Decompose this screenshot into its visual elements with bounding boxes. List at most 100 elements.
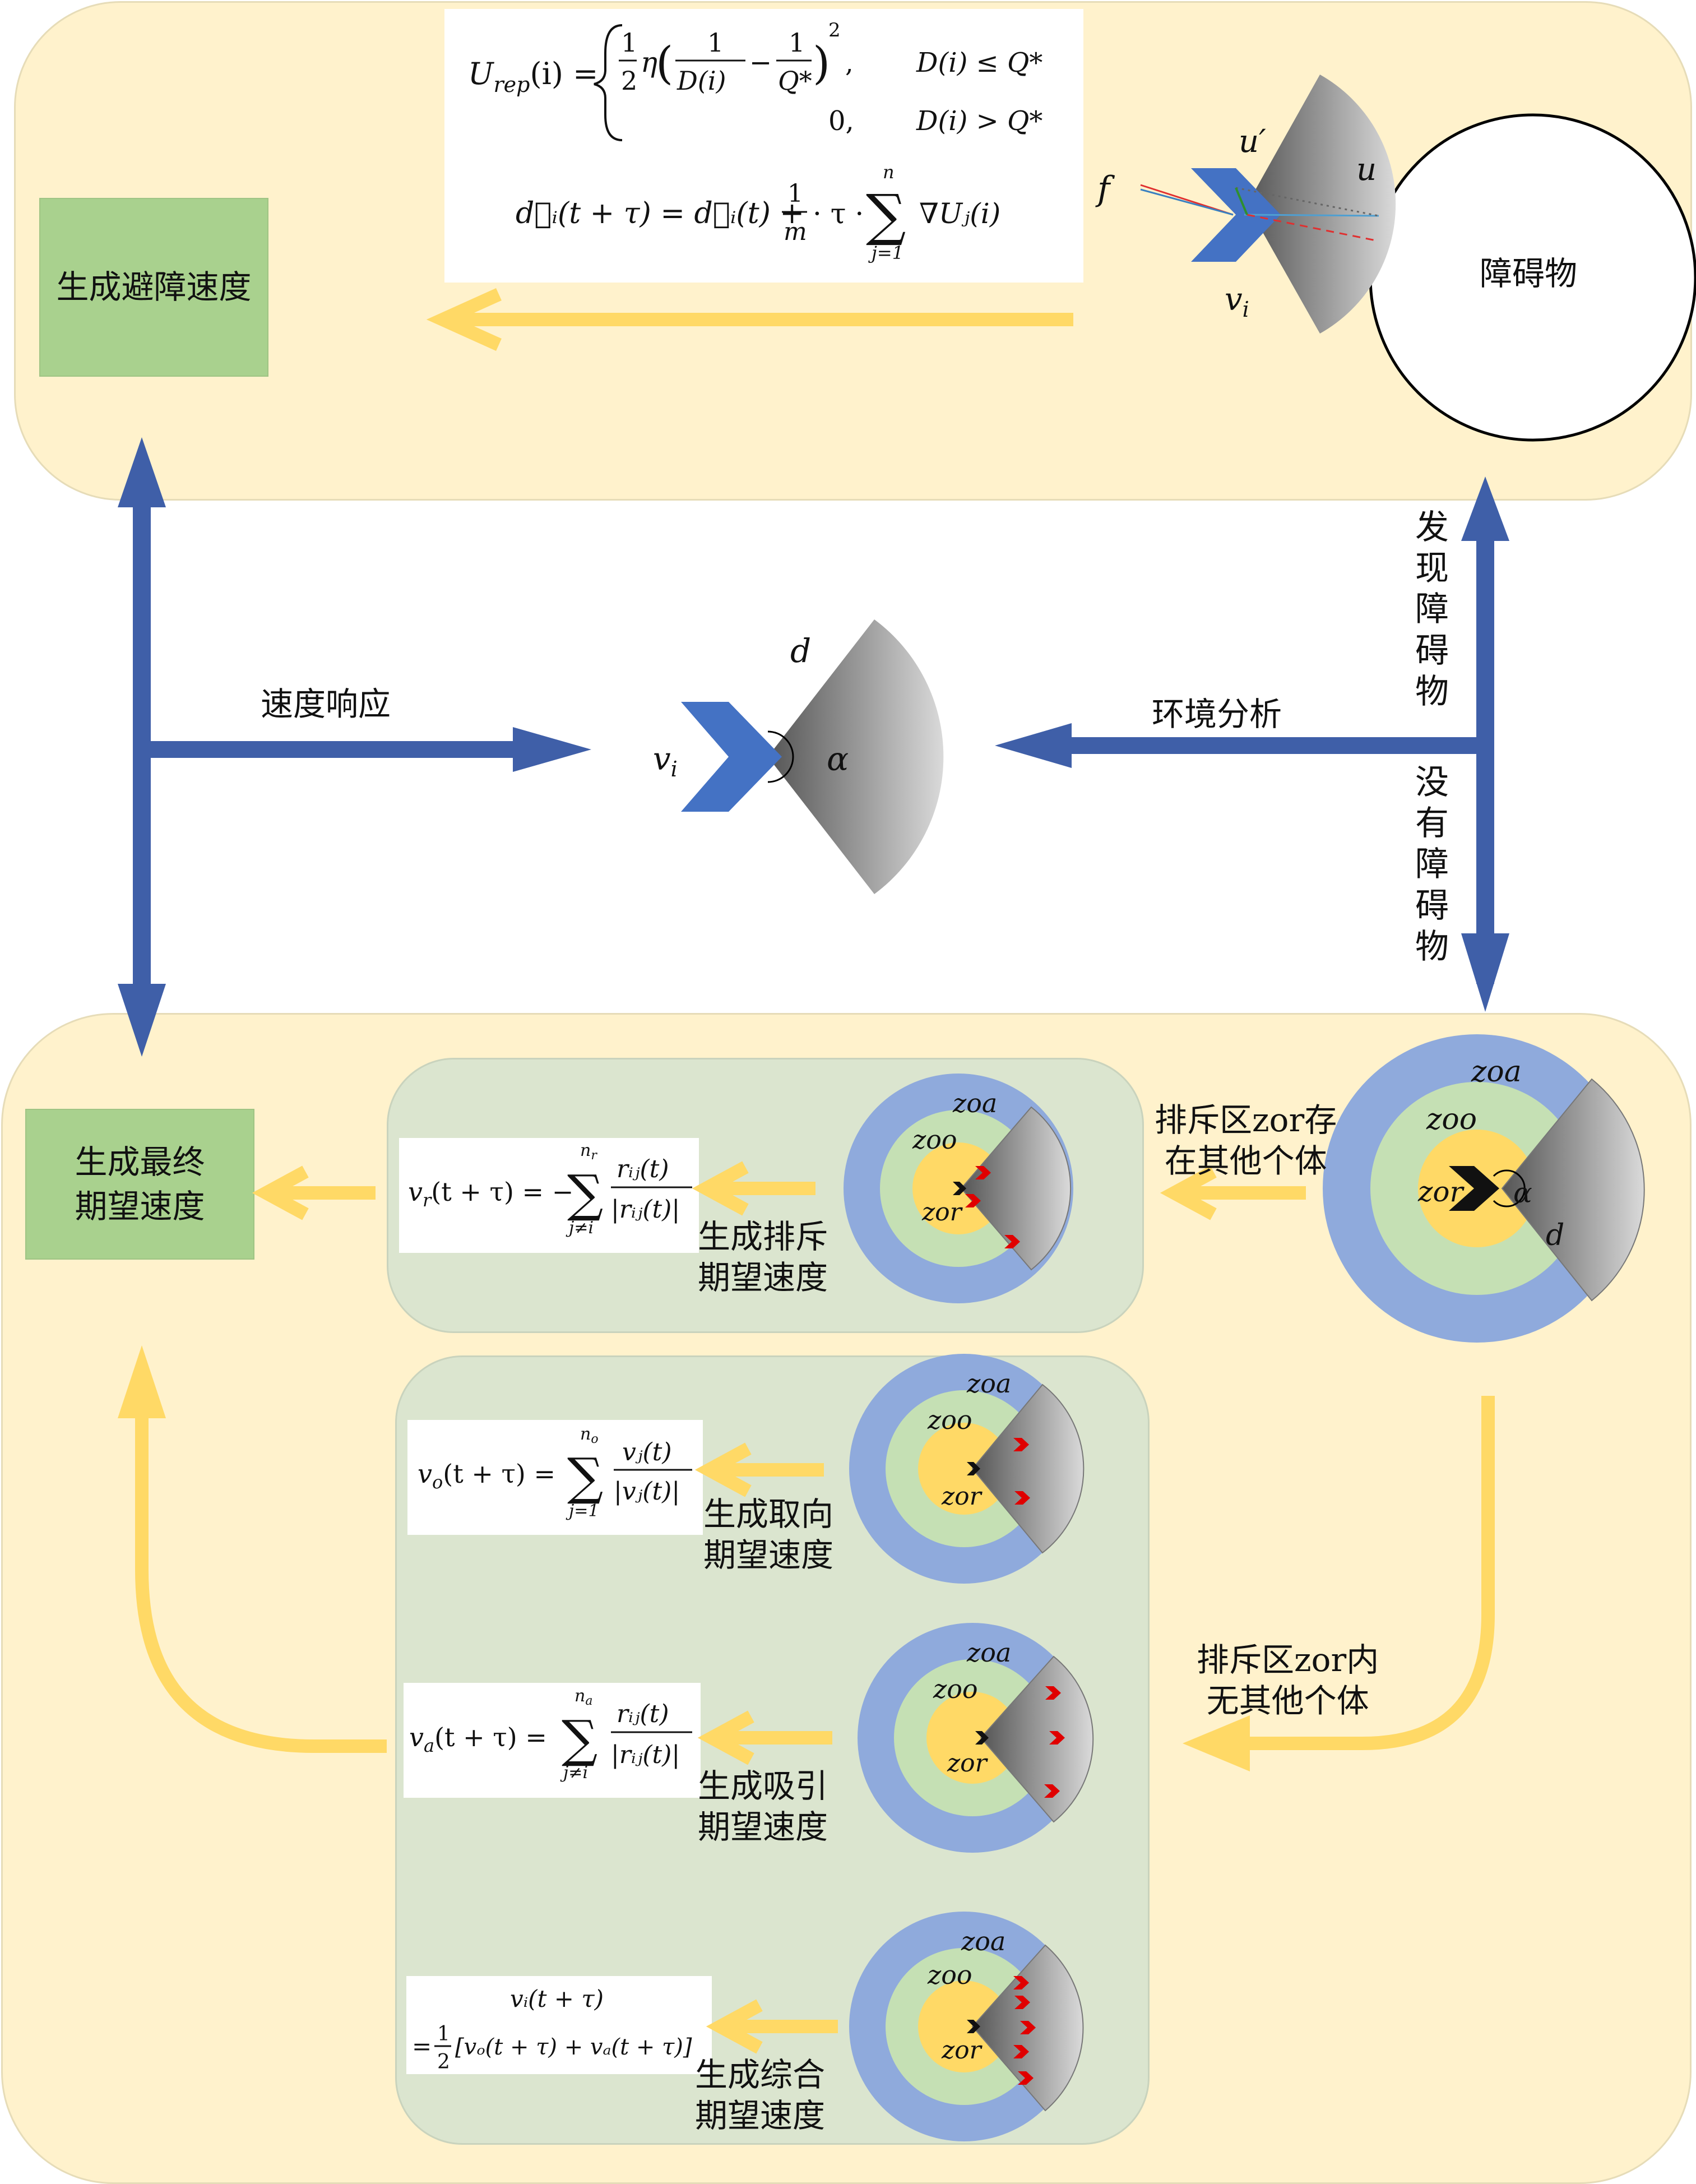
svg-text:η: η xyxy=(641,46,657,78)
ori-zoo-label: zoo xyxy=(928,1405,972,1435)
svg-text:n: n xyxy=(883,161,895,183)
rep-zoo-label: zoo xyxy=(912,1125,957,1155)
left-arrow-up-head xyxy=(118,437,166,507)
zor-absent-arrow-head xyxy=(1183,1715,1250,1771)
svg-text:0,: 0, xyxy=(828,105,854,137)
left-arrow-down-head xyxy=(118,984,166,1057)
big-zoo-label: zoo xyxy=(1426,1103,1477,1136)
orientation-formula-box xyxy=(407,1420,703,1535)
svg-text:1: 1 xyxy=(789,27,805,58)
svg-text:D(i): D(i) xyxy=(676,66,726,96)
att-zoa-label: zoa xyxy=(967,1637,1012,1668)
svg-text:vo(t + τ) =: vo(t + τ) = xyxy=(418,1459,555,1493)
u-label: u xyxy=(1356,151,1377,188)
rep-zor-label: zor xyxy=(922,1198,962,1227)
big-zone-diagram xyxy=(1323,1034,1645,1343)
big-d-label: d xyxy=(1546,1219,1565,1252)
middle-agent-chevron xyxy=(681,702,782,812)
env-analysis-arrow-head xyxy=(995,723,1072,768)
svg-text:vr(t + τ) = −: vr(t + τ) = − xyxy=(408,1177,573,1211)
svg-text:|rᵢⱼ(t)|: |rᵢⱼ(t)| xyxy=(611,1195,680,1224)
svg-text:Q*: Q* xyxy=(778,66,812,96)
middle-sensing-cone xyxy=(768,619,944,894)
attraction-formula-box xyxy=(404,1683,701,1798)
svg-text:na: na xyxy=(574,1686,592,1708)
env-analysis-arrow-shaft xyxy=(1065,737,1485,754)
attraction-zone-diagram xyxy=(858,1623,1094,1853)
att-zor-label: zor xyxy=(947,1749,987,1778)
combined-step-label: 生成综合 期望速度 xyxy=(695,2056,826,2135)
final-velocity-box: 生成最终 期望速度 xyxy=(25,1109,254,1260)
right-arrow-up-head xyxy=(1461,476,1509,541)
attraction-to-final-curved-arrow xyxy=(135,1413,387,1753)
comb-zor-label: zor xyxy=(942,2036,981,2065)
comb-zoo-label: zoo xyxy=(928,1960,972,1990)
ori-zor-label: zor xyxy=(942,1482,981,1511)
svg-text:j=1: j=1 xyxy=(868,242,903,263)
zor-absent-label: 排斥区zor内 无其他个体 xyxy=(1197,1641,1379,1720)
orientation-step-label: 生成取向 期望速度 xyxy=(703,1495,834,1574)
top-agent-chevron xyxy=(1191,168,1281,262)
combined-formula-box xyxy=(406,1976,712,2074)
svg-text:rᵢⱼ(t): rᵢⱼ(t) xyxy=(617,1700,669,1728)
force-f-label: f xyxy=(1097,169,1110,209)
svg-text:|rᵢⱼ(t)|: |rᵢⱼ(t)| xyxy=(611,1741,680,1769)
svg-text:D(i) > Q*: D(i) > Q* xyxy=(916,105,1042,137)
ori-zoa-label: zoa xyxy=(967,1368,1012,1399)
svg-text:va(t + τ) =: va(t + τ) = xyxy=(409,1722,547,1756)
svg-text:j=1: j=1 xyxy=(566,1501,599,1521)
svg-text:−: − xyxy=(749,47,772,78)
svg-text:2: 2 xyxy=(437,2051,450,2074)
repulsion-step-label: 生成排斥 期望速度 xyxy=(698,1218,828,1297)
blue-arrows xyxy=(118,437,1509,1057)
urep-formula: Urep(i) = 1 2 η ( 1 D(i) − 1 Q* ) 2 , D(… xyxy=(468,19,1042,141)
svg-text:|vⱼ(t)|: |vⱼ(t)| xyxy=(614,1477,680,1506)
svg-text:=: = xyxy=(412,2033,432,2060)
svg-text:j≠i: j≠i xyxy=(566,1218,594,1238)
svg-text:Urep(i) =: Urep(i) = xyxy=(468,56,598,97)
svg-text:· τ ·: · τ · xyxy=(813,197,864,230)
comb-zoa-label: zoa xyxy=(961,1926,1006,1956)
svg-text:2: 2 xyxy=(621,66,637,96)
svg-text:m: m xyxy=(784,218,807,246)
right-arrow-down-head xyxy=(1461,933,1509,1012)
svg-text:j≠i: j≠i xyxy=(560,1763,588,1783)
svg-text:1: 1 xyxy=(621,27,637,58)
env-analysis-label: 环境分析 xyxy=(1152,695,1282,733)
svg-text:rᵢⱼ(t): rᵢⱼ(t) xyxy=(617,1155,669,1183)
svg-text:∑: ∑ xyxy=(567,1164,603,1223)
svg-text:d⃗ᵢ(t + τ) = d⃗ᵢ(t) +: d⃗ᵢ(t + τ) = d⃗ᵢ(t) + xyxy=(516,197,804,230)
speed-response-arrow-shaft xyxy=(142,741,517,758)
svg-text:1: 1 xyxy=(787,179,803,208)
combined-formula: vᵢ(t + τ) = 1 2 [vₒ(t + τ) + vₐ(t + τ)] xyxy=(412,1985,692,2074)
found-obstacle-label: 发 现 障 碍 物 xyxy=(1415,508,1449,711)
sensing-range-d-label: d xyxy=(790,632,812,670)
svg-text:[vₒ(t + τ) + vₐ(t + τ)]: [vₒ(t + τ) + vₐ(t + τ)] xyxy=(455,2034,692,2060)
orientation-zone-diagram xyxy=(849,1354,1085,1584)
middle-agent-group xyxy=(681,619,944,894)
svg-text:∑: ∑ xyxy=(567,1447,603,1506)
zor-present-label: 排斥区zor存 在其他个体 xyxy=(1155,1101,1337,1180)
svg-text:vᵢ(t + τ): vᵢ(t + τ) xyxy=(510,1985,604,2012)
repulsion-zone-diagram xyxy=(844,1074,1073,1303)
svg-text:no: no xyxy=(580,1424,599,1446)
svg-text:vⱼ(t): vⱼ(t) xyxy=(622,1438,672,1466)
potential-field-formula-box xyxy=(444,9,1083,283)
rep-zoa-label: zoa xyxy=(953,1088,998,1118)
zor-absent-curved-arrow xyxy=(1233,1396,1495,1750)
svg-text:∑: ∑ xyxy=(866,182,906,248)
svg-text:2: 2 xyxy=(828,19,841,41)
attraction-step-label: 生成吸引 期望速度 xyxy=(698,1767,828,1846)
repulsion-formula-box xyxy=(399,1138,699,1253)
svg-text:(: ( xyxy=(656,37,673,89)
big-alpha-label: α xyxy=(1513,1177,1532,1209)
avoidance-velocity-label: 生成避障速度 xyxy=(56,268,252,307)
svg-text:1: 1 xyxy=(707,27,724,58)
yellow-arrows xyxy=(135,288,1495,2054)
attraction-to-final-arrow-head xyxy=(118,1345,166,1418)
d-update-formula: d⃗ᵢ(t + τ) = d⃗ᵢ(t) + 1 m · τ · n ∑ j=1 … xyxy=(516,161,1000,263)
speed-response-arrow-head xyxy=(513,727,591,772)
att-zoo-label: zoo xyxy=(933,1674,978,1704)
top-agent-group xyxy=(1140,75,1396,334)
